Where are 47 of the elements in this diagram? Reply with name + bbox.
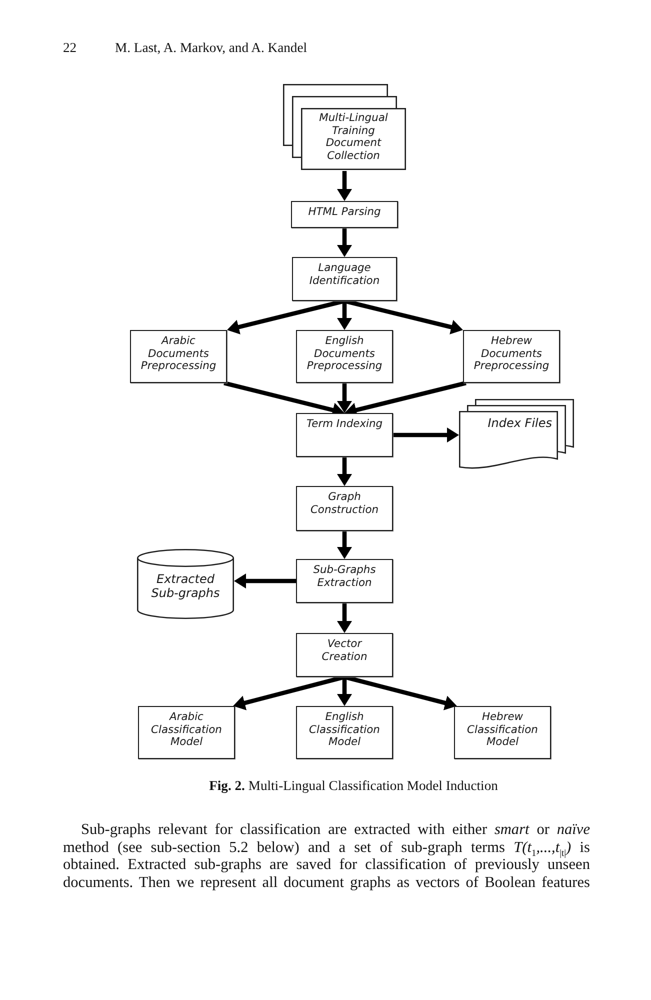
figure-caption: Fig. 2. Multi-Lingual Classification Model Induction: [209, 778, 498, 794]
arrow: [226, 298, 346, 334]
arrow: [337, 301, 352, 330]
storage-label: Extracted Sub-graphs: [150, 572, 221, 600]
arrow: [344, 674, 458, 710]
running-header: M. Last, A. Markov, and A. Kandel: [115, 40, 308, 56]
step-label: Language Identification: [308, 262, 381, 288]
step-label: Hebrew Documents Preprocessing: [472, 335, 550, 374]
arrow: [337, 677, 352, 706]
process-box: [463, 330, 560, 383]
step-label: English Documents Preprocessing: [306, 335, 384, 374]
process-box: [296, 330, 393, 383]
arrow: [337, 457, 352, 486]
step-label: Arabic Classification Model: [150, 711, 223, 750]
step-label: English Classification Model: [308, 711, 381, 750]
arrow: [232, 674, 346, 710]
process-box: [292, 257, 397, 301]
arrow: [393, 428, 459, 442]
step-label: Sub-Graphs Extraction: [312, 564, 377, 590]
process-box: [130, 330, 227, 383]
document-label: Multi-Lingual Training Document Collection: [318, 112, 389, 163]
step-label: Graph Construction: [309, 491, 380, 516]
document-stack: [459, 399, 574, 470]
database-cylinder: [137, 549, 234, 619]
arrow: [337, 603, 352, 633]
process-box: [296, 486, 393, 531]
body-paragraph: Sub-graphs relevant for classification are extracted with either smart or naïve method (see sub-section 5.2 below) and a set of sub-graph terms T(t$_{1}$,...,t$_{|t|}$) is obtained. Extracted sub-graphs are saved for classification of previously unseen documents. Then we represent all document graphs as vectors of Boolean features: [63, 821, 590, 892]
step-label: Term Indexing: [306, 418, 383, 431]
arrow: [337, 171, 352, 201]
step-label: Arabic Documents Preprocessing: [140, 335, 218, 374]
process-box: [138, 706, 235, 759]
arrow: [344, 298, 464, 334]
arrow: [337, 228, 352, 257]
process-box: [296, 413, 393, 457]
process-box: [296, 559, 393, 603]
process-box: [454, 706, 551, 759]
process-box: [296, 706, 393, 759]
process-box: [291, 201, 398, 228]
arrow: [234, 574, 296, 588]
page-number: 22: [63, 40, 77, 56]
step-label: HTML Parsing: [308, 206, 381, 219]
process-box: [296, 633, 393, 677]
document-stack: [283, 84, 406, 171]
step-label: Hebrew Classification Model: [466, 711, 539, 750]
step-label: Vector Creation: [320, 638, 368, 664]
arrow: [337, 531, 352, 559]
document-label: Index Files: [488, 416, 552, 430]
